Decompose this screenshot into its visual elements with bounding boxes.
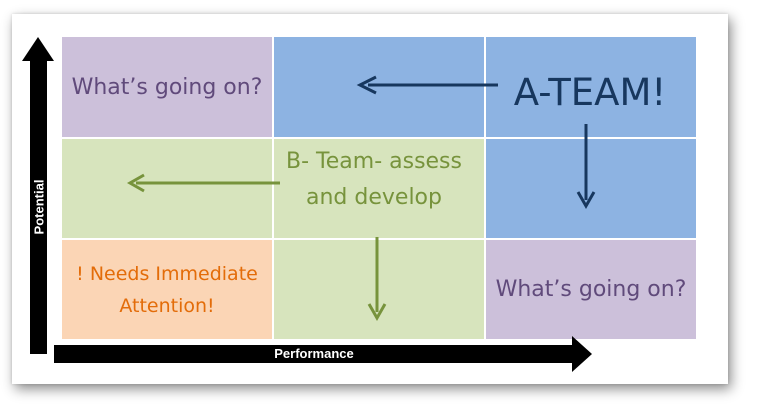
a-team-label: A-TEAM! (513, 71, 667, 114)
nine-box-grid: What’s going on? ! Needs Immediate Atten… (61, 36, 697, 340)
cell-middle-left (61, 138, 273, 239)
cell-bottom-right-label: What’s going on? (495, 277, 687, 302)
cell-top-middle (273, 36, 485, 138)
cell-bottom-right: What’s going on? (485, 239, 697, 340)
x-axis-label: Performance (274, 346, 354, 361)
y-axis-arrowhead (22, 37, 54, 61)
y-axis-label-text: Potential (31, 179, 46, 235)
cell-center (273, 138, 485, 239)
cell-bottom-left: ! Needs Immediate Attention! (61, 239, 273, 340)
x-axis-arrowhead (572, 336, 592, 372)
b-team-line-2: and develop (306, 185, 442, 210)
y-axis-bar (30, 60, 47, 354)
cell-bottom-left-label: ! Needs Immediate Attention! (76, 258, 258, 322)
y-axis-label: Potential (30, 60, 47, 354)
needs-attention-line-2: Attention! (119, 294, 215, 317)
x-axis-bar (54, 345, 574, 363)
cell-bottom-middle (273, 239, 485, 340)
cell-top-left-label: What’s going on? (71, 74, 263, 100)
cell-top-left: What’s going on? (61, 36, 273, 138)
b-team-label: B- Team- assess and develop (268, 144, 480, 216)
cell-middle-right (485, 138, 697, 239)
b-team-line-1: B- Team- assess (286, 149, 462, 174)
cell-top-right (485, 36, 697, 138)
needs-attention-line-1: ! Needs Immediate (76, 262, 258, 285)
